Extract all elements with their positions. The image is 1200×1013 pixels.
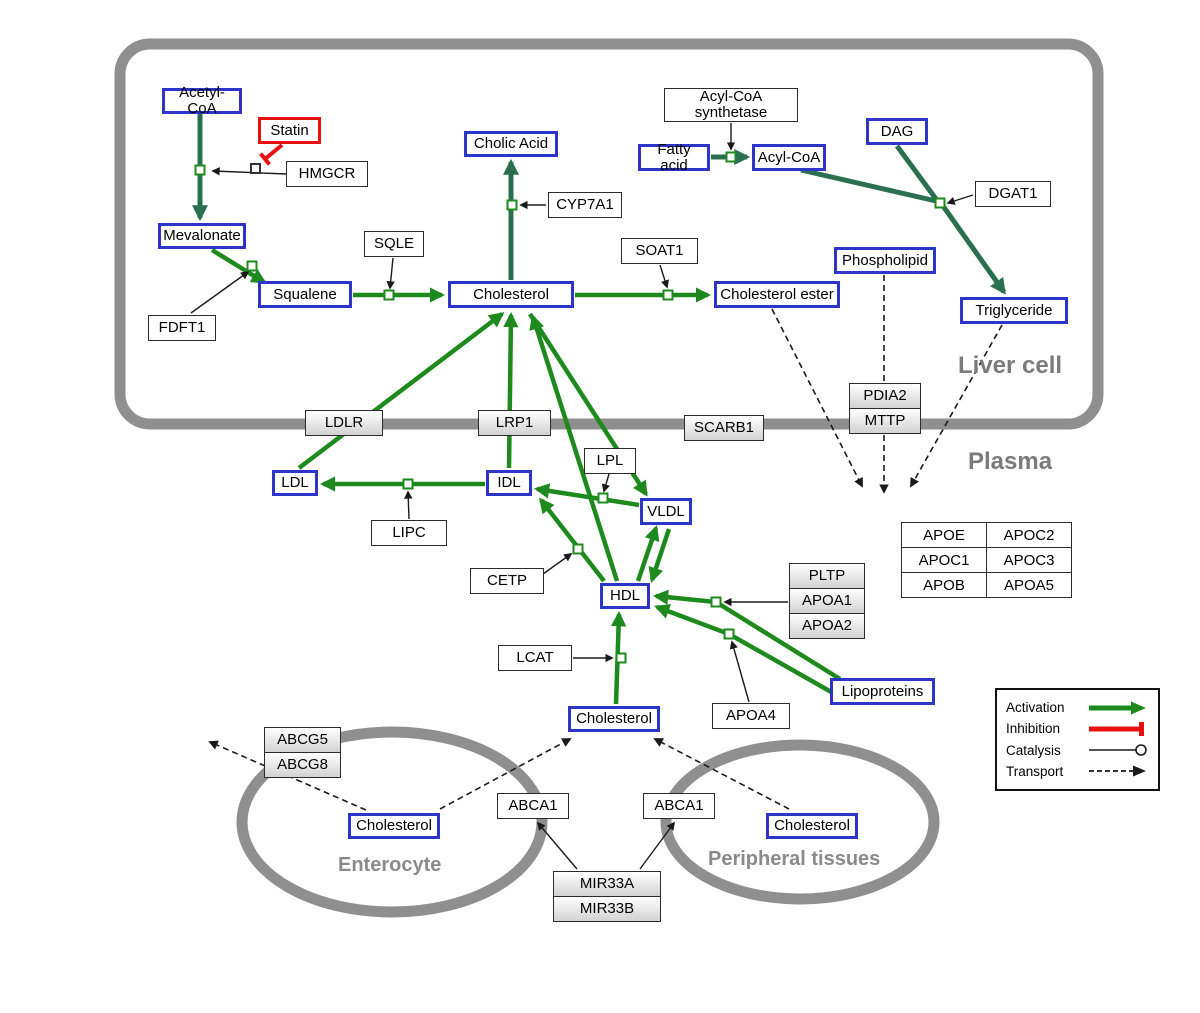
node-dag[interactable]: DAG <box>866 118 928 145</box>
node-ldlr[interactable]: LDLR <box>305 410 383 436</box>
liver-cell-label: Liver cell <box>958 352 1063 379</box>
node-triglyceride[interactable]: Triglyceride <box>960 297 1068 324</box>
node-abca1-peripheral[interactable]: ABCA1 <box>643 793 715 819</box>
node-squalene[interactable]: Squalene <box>258 281 352 308</box>
node-cholesterol-plasma[interactable]: Cholesterol <box>568 706 660 732</box>
node-fatty-acid[interactable]: Fatty acid <box>638 141 710 173</box>
inhibition-tbar-icon <box>1089 721 1144 736</box>
node-pdia2[interactable]: PDIA2 <box>849 383 921 409</box>
node-cholesterol-enterocyte[interactable]: Cholesterol <box>348 813 440 839</box>
enterocyte-label: Enterocyte <box>338 854 442 876</box>
legend-transport-label: Transport <box>1006 763 1064 779</box>
legend-inhibition-label: Inhibition <box>1006 721 1061 737</box>
node-apoa1[interactable]: APOA1 <box>789 588 865 614</box>
node-cholic-acid[interactable]: Cholic Acid <box>464 131 558 157</box>
legend-row-transport: Transport <box>1006 761 1149 782</box>
liver-cell-membrane <box>114 38 1104 430</box>
node-phospholipid[interactable]: Phospholipid <box>834 247 936 274</box>
transport-dashed-arrow-icon <box>1089 765 1146 777</box>
node-dgat1[interactable]: DGAT1 <box>975 181 1051 207</box>
apo-cell[interactable]: APOA5 <box>986 572 1072 598</box>
node-sqle[interactable]: SQLE <box>364 231 424 257</box>
node-mir33a[interactable]: MIR33A <box>553 871 661 897</box>
apolipoprotein-table: APOE APOC2 APOC1 APOC3 APOB APOA5 <box>901 522 1072 598</box>
node-apoa4[interactable]: APOA4 <box>712 703 790 729</box>
node-lpl[interactable]: LPL <box>584 448 636 474</box>
node-soat1[interactable]: SOAT1 <box>621 238 698 264</box>
node-abca1-enterocyte[interactable]: ABCA1 <box>497 793 569 819</box>
node-scarb1[interactable]: SCARB1 <box>684 415 764 441</box>
node-statin[interactable]: Statin <box>258 117 321 144</box>
node-lrp1[interactable]: LRP1 <box>478 410 551 436</box>
reaction-nodes <box>194 151 946 664</box>
node-cyp7a1[interactable]: CYP7A1 <box>548 192 622 218</box>
legend-row-catalysis: Catalysis <box>1006 740 1149 761</box>
legend-row-inhibition: Inhibition <box>1006 718 1149 739</box>
legend: Activation Inhibition Catalysis Transpor… <box>995 688 1160 791</box>
node-apoa2[interactable]: APOA2 <box>789 613 865 639</box>
node-abcg5[interactable]: ABCG5 <box>264 727 341 753</box>
node-acyl-coa-synthetase[interactable]: Acyl-CoA synthetase <box>664 88 798 122</box>
apo-cell[interactable]: APOE <box>901 522 987 548</box>
apo-cell[interactable]: APOB <box>901 572 987 598</box>
node-pltp[interactable]: PLTP <box>789 563 865 589</box>
node-mir33b[interactable]: MIR33B <box>553 896 661 922</box>
node-mevalonate[interactable]: Mevalonate <box>158 223 246 249</box>
node-fdft1[interactable]: FDFT1 <box>148 315 216 341</box>
node-cholesterol-peripheral[interactable]: Cholesterol <box>766 813 858 839</box>
apo-cell[interactable]: APOC3 <box>986 547 1072 573</box>
node-cetp[interactable]: CETP <box>470 568 544 594</box>
catalysis-edges <box>190 123 974 870</box>
legend-activation-label: Activation <box>1006 700 1065 715</box>
catalysis-circle-icon <box>1089 744 1147 756</box>
node-lipoproteins[interactable]: Lipoproteins <box>830 678 935 705</box>
peripheral-tissues-membrane <box>660 739 940 905</box>
apo-cell[interactable]: APOC2 <box>986 522 1072 548</box>
node-ldl[interactable]: LDL <box>272 470 318 496</box>
node-idl[interactable]: IDL <box>486 470 532 496</box>
apo-cell[interactable]: APOC1 <box>901 547 987 573</box>
node-abcg8[interactable]: ABCG8 <box>264 752 341 778</box>
node-lcat[interactable]: LCAT <box>498 645 572 671</box>
node-lipc[interactable]: LIPC <box>371 520 447 546</box>
inhibition-edge <box>259 143 284 166</box>
plasma-label: Plasma <box>968 448 1053 475</box>
node-cholesterol-ester[interactable]: Cholesterol ester <box>714 281 840 308</box>
node-acetyl-coa[interactable]: Acetyl-CoA <box>162 85 242 116</box>
node-mttp[interactable]: MTTP <box>849 408 921 434</box>
legend-row-activation: Activation <box>1006 697 1149 718</box>
node-acyl-coa[interactable]: Acyl-CoA <box>752 144 826 171</box>
node-hdl[interactable]: HDL <box>600 583 650 609</box>
activation-edges <box>210 248 842 705</box>
node-vldl[interactable]: VLDL <box>640 498 692 525</box>
node-cholesterol-liver[interactable]: Cholesterol <box>448 281 574 308</box>
legend-catalysis-label: Catalysis <box>1006 742 1061 758</box>
activation-arrow-icon <box>1089 701 1146 714</box>
peripheral-tissues-label: Peripheral tissues <box>708 848 881 870</box>
node-hmgcr[interactable]: HMGCR <box>286 161 368 187</box>
